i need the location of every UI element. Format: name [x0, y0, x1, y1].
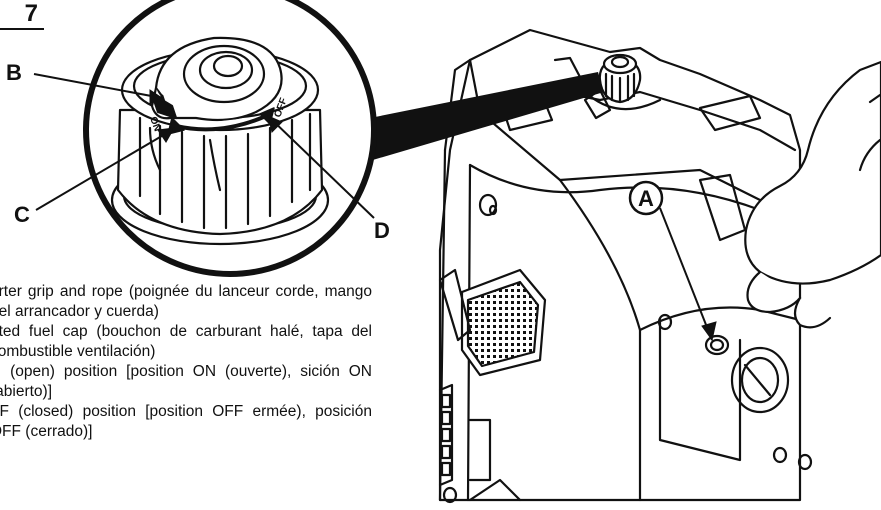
legend-item: N (open) position [position ON (ouverte)…	[0, 362, 372, 402]
legend-item-text: arter grip and rope (poignée du lanceur …	[0, 283, 372, 320]
legend-list: arter grip and rope (poignée du lanceur …	[0, 282, 372, 442]
callout-label-d: D	[374, 218, 390, 243]
callout-label-a: A	[638, 186, 654, 211]
legend-item: nted fuel cap (bouchon de carburant halé…	[0, 322, 372, 362]
generator-illustration	[438, 28, 813, 504]
leader-arrowheads	[149, 89, 717, 342]
hand-illustration	[744, 60, 881, 329]
fuel-cap-detail	[110, 36, 330, 246]
callout-label-c: C	[14, 202, 30, 227]
legend-item-text: FF (closed) position [position OFF ermée…	[0, 403, 372, 440]
legend-item: FF (closed) position [position OFF ermée…	[0, 402, 372, 442]
figure-number: 7	[0, 0, 44, 30]
zoom-connector	[360, 72, 604, 162]
callout-a-group: A	[628, 180, 664, 216]
dial-on-label: ON	[147, 115, 162, 133]
legend-item-text: nted fuel cap (bouchon de carburant halé…	[0, 323, 372, 360]
legend-item-text: N (open) position [position ON (ouverte)…	[0, 363, 372, 400]
leader-lines	[33, 73, 713, 341]
legend-item: arter grip and rope (poignée du lanceur …	[0, 282, 372, 322]
callout-label-b: B	[6, 60, 22, 85]
